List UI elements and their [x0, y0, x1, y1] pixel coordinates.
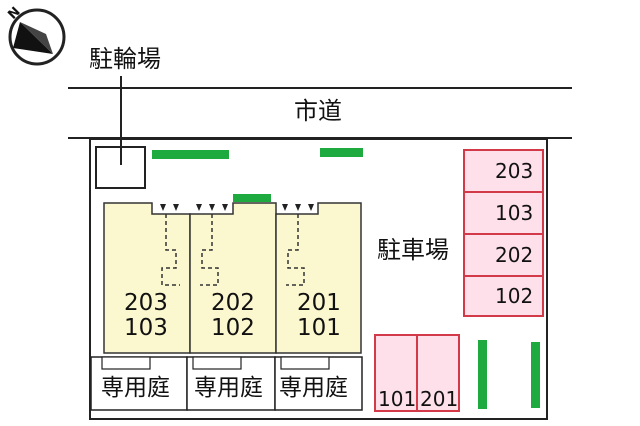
planting-strip	[320, 148, 363, 157]
garden-step	[101, 356, 151, 370]
unit-block-202-102	[189, 202, 277, 354]
parking-spaces-right	[463, 149, 544, 317]
planting-strip	[478, 340, 487, 409]
parking-space-number: 201	[420, 387, 459, 411]
site-boundary	[89, 138, 548, 420]
parking-space-103	[463, 191, 544, 235]
parking-space-202	[463, 233, 544, 277]
planting-strip	[531, 342, 540, 408]
unit-upper-number: 202	[211, 290, 255, 316]
private-garden-label: 専用庭	[194, 375, 263, 401]
planting-strip	[152, 150, 229, 159]
bicycle-parking-label: 駐輪場	[89, 45, 161, 73]
planting-strip	[233, 194, 271, 202]
private-garden-label: 専用庭	[279, 375, 348, 401]
planting-strips	[152, 148, 540, 409]
parking-space-number: 202	[495, 243, 534, 267]
garden-step	[280, 356, 330, 370]
unit-lower-number: 102	[211, 315, 255, 341]
parking-space-201	[416, 334, 460, 412]
parking-lot-label: 駐車場	[377, 236, 449, 264]
unit-upper-number: 201	[297, 290, 341, 316]
parking-space-number: 101	[378, 387, 417, 411]
city-road-label: 市道	[294, 97, 342, 125]
north-arrow-icon	[8, 8, 66, 66]
unit-upper-number: 203	[124, 290, 168, 316]
private-garden-label: 専用庭	[101, 375, 170, 401]
parking-space-number: 103	[495, 201, 534, 225]
stair-outlines	[161, 214, 305, 286]
parking-space-number: 102	[495, 284, 534, 308]
parking-space-102	[463, 275, 544, 317]
corridor-markers	[160, 204, 314, 211]
unit-lower-number: 101	[297, 315, 341, 341]
unit-lower-number: 103	[124, 315, 168, 341]
apartment-building	[103, 202, 362, 354]
parking-spaces-bottom	[374, 334, 460, 412]
garden-step	[192, 356, 242, 370]
private-gardens	[90, 356, 363, 411]
parking-space-number: 203	[495, 159, 534, 183]
unit-block-201-101	[275, 202, 362, 354]
